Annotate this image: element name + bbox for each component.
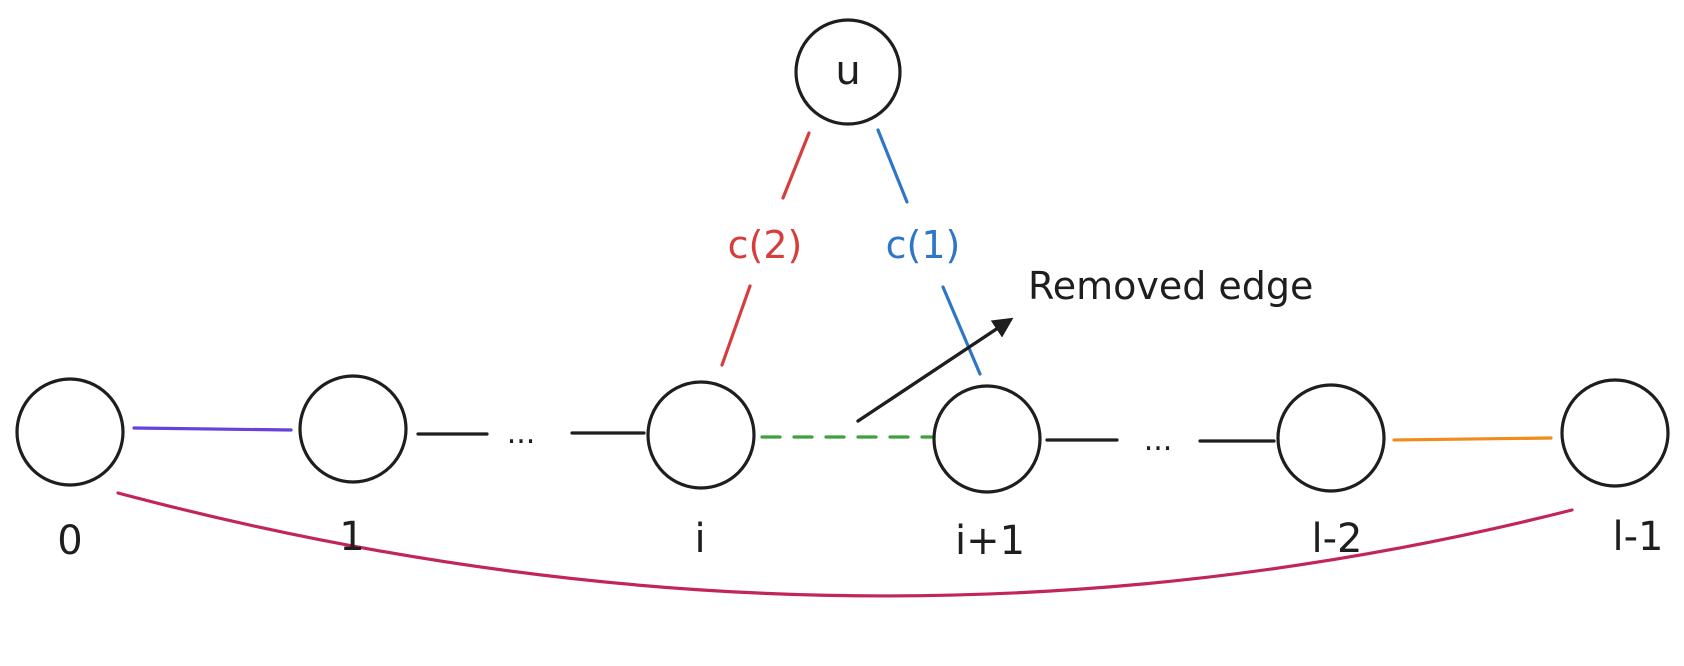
node-label-i-plus-1: i+1 (955, 518, 1025, 564)
edge-u-i-upper (781, 131, 811, 200)
node-label-i: i (694, 516, 705, 562)
node-l-minus-1 (1560, 378, 1670, 488)
edge-u-i-lower (720, 284, 752, 367)
edge-0-1 (132, 426, 293, 432)
edge-label-c1: c(1) (886, 223, 961, 267)
node-label-u: u (835, 48, 860, 94)
cycle-edge-0-to-l-minus-1 (116, 491, 1574, 598)
node-0 (15, 377, 125, 487)
node-1 (298, 374, 408, 484)
node-label-l-minus-2: l-2 (1312, 516, 1363, 562)
node-label-l-minus-1: l-1 (1613, 514, 1664, 560)
ellipsis-left: ... (507, 416, 536, 451)
node-u (794, 18, 902, 126)
annotation-arrow (856, 317, 1014, 423)
node-label-0: 0 (57, 518, 82, 564)
edge-u-i-plus-1-upper (876, 128, 909, 204)
ellipsis-right: ... (1144, 423, 1173, 458)
edge-label-c2: c(2) (728, 223, 803, 267)
node-i-plus-1 (932, 384, 1042, 494)
annotation-removed-edge: Removed edge (1028, 264, 1313, 308)
edge-l-minus-2-l-minus-1 (1392, 436, 1553, 442)
node-l-minus-2 (1276, 383, 1386, 493)
node-label-1: 1 (339, 514, 364, 560)
node-i (646, 380, 756, 490)
edge-u-i-plus-1-lower (941, 285, 982, 376)
